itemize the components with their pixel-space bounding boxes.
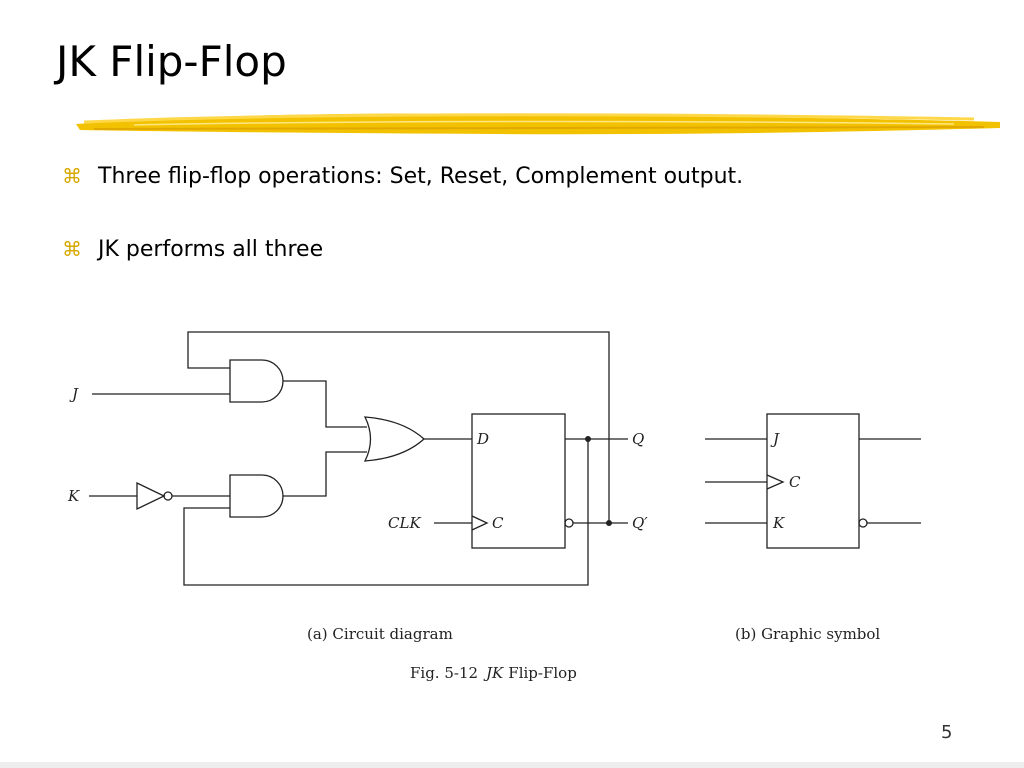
command-key-icon: ⌘ xyxy=(62,237,82,261)
bullet-item: ⌘ Three flip-flop operations: Set, Reset,… xyxy=(62,162,743,191)
yellow-brush-stroke xyxy=(76,113,1000,135)
q-bar-output-label: Q′ xyxy=(632,514,648,532)
junction-dot xyxy=(585,436,591,442)
footer-divider xyxy=(0,762,1024,768)
junction-dot xyxy=(606,520,612,526)
d-pin-label: D xyxy=(476,430,489,448)
bullet-text: Three flip-flop operations: Set, Reset, … xyxy=(98,164,744,189)
symbol-j-pin-label: J xyxy=(770,430,780,448)
page-number: 5 xyxy=(941,722,953,743)
symbol-caption: (b) Graphic symbol xyxy=(735,625,880,643)
command-key-icon: ⌘ xyxy=(62,164,82,188)
bullet-item: ⌘ JK performs all three xyxy=(62,235,323,264)
input-j-label: J xyxy=(69,385,79,403)
input-k-label: K xyxy=(67,487,80,505)
slide-title: JK Flip-Flop xyxy=(56,37,287,86)
bullet-text: JK performs all three xyxy=(98,237,324,262)
symbol-c-pin-label: C xyxy=(789,473,801,491)
q-output-label: Q xyxy=(632,430,644,448)
symbol-k-pin-label: K xyxy=(772,514,785,532)
c-pin-label: C xyxy=(492,514,504,532)
circuit-caption: (a) Circuit diagram xyxy=(307,625,453,643)
clock-label: CLK xyxy=(388,514,421,532)
